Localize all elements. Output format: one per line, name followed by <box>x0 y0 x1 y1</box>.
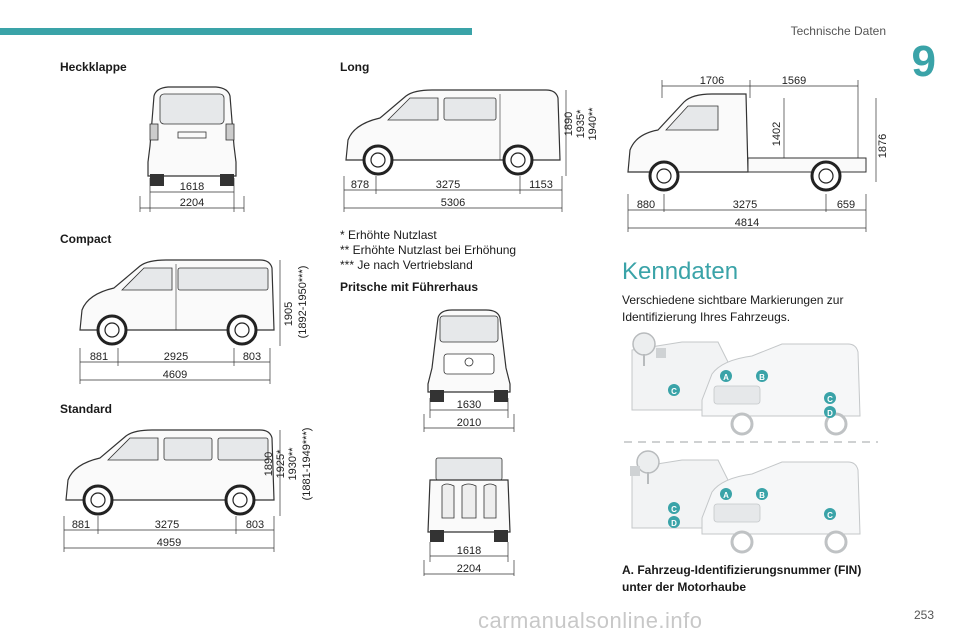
chapter-number: 9 <box>911 37 936 86</box>
dim-label: 1876 <box>877 134 889 158</box>
marker-label: D <box>827 409 833 418</box>
marker-label: C <box>671 505 677 514</box>
compact-figure: 881 2925 803 4609 1905 (1892-1950***) <box>74 254 324 388</box>
dim-label: 1890 <box>563 112 575 136</box>
dim-label: 1569 <box>782 75 806 87</box>
identification-figure-top: C A B C D <box>622 330 878 436</box>
note-line: ** Erhöhte Nutzlast bei Erhöhung <box>340 243 517 257</box>
dim-label: 1940** <box>587 107 599 141</box>
compact-label: Compact <box>60 232 112 246</box>
page-number: 253 <box>913 608 934 622</box>
long-label: Long <box>340 60 370 74</box>
note-line: *** Je nach Vertriebsland <box>340 258 473 272</box>
dim-label: 1905 <box>283 302 295 326</box>
marker-label: C <box>827 511 833 520</box>
pritsche-front-figure: 1630 2010 <box>423 308 515 434</box>
kenndaten-heading: Kenndaten <box>622 258 739 285</box>
note-line: * Erhöhte Nutzlast <box>340 228 437 242</box>
marker-label: C <box>671 387 677 396</box>
pritsche-side-figure: 1706 1569 1402 1876 880 3275 659 4814 <box>622 72 890 238</box>
dim-label: 2204 <box>180 197 204 209</box>
identification-figure-bottom: A B C D C <box>622 448 878 554</box>
divider-dashed <box>624 440 878 444</box>
dim-label: 3275 <box>436 179 460 191</box>
dim-label: (1881-1949***) <box>301 428 313 501</box>
dim-label: 1630 <box>457 399 481 411</box>
standard-label: Standard <box>60 402 113 416</box>
dim-label: 2010 <box>457 417 481 429</box>
heckklappe-figure: 1618 2204 <box>139 84 245 216</box>
watermark: carmanualsonline.info <box>478 608 703 633</box>
header-accent-bar <box>0 28 472 35</box>
dim-label: 881 <box>90 351 108 363</box>
dim-label: 2204 <box>457 563 481 575</box>
dim-label: 3275 <box>155 519 179 531</box>
dim-label: 5306 <box>441 197 465 209</box>
marker-label: A <box>723 491 729 500</box>
dim-label: 3275 <box>733 199 757 211</box>
dim-label: 4609 <box>163 369 187 381</box>
dim-label: 803 <box>243 351 261 363</box>
dim-label: 2925 <box>164 351 188 363</box>
dim-label: 878 <box>351 179 369 191</box>
dim-label: 659 <box>837 199 855 211</box>
kenndaten-text: Verschiedene sichtbare Markierungen zur … <box>622 293 844 324</box>
heckklappe-label: Heckklappe <box>60 60 127 74</box>
dim-label: 880 <box>637 199 655 211</box>
dim-label: 1706 <box>700 75 724 87</box>
dim-label: 1925* <box>275 449 287 478</box>
dim-label: 1618 <box>457 545 481 557</box>
dim-label: 1890 <box>263 452 275 476</box>
fin-caption: A. Fahrzeug-Identifizierungsnummer (FIN)… <box>622 563 862 594</box>
marker-label: B <box>759 491 765 500</box>
dim-label: 4814 <box>735 217 759 229</box>
dim-label: 881 <box>72 519 90 531</box>
pritsche-label: Pritsche mit Führerhaus <box>340 280 479 294</box>
marker-label: B <box>759 373 765 382</box>
dim-label: 803 <box>246 519 264 531</box>
chapter-title: Technische Daten <box>790 24 886 38</box>
dim-label: (1892-1950***) <box>297 266 309 339</box>
dim-label: 1935* <box>575 109 587 138</box>
pritsche-rear-figure: 1618 2204 <box>423 452 515 578</box>
dim-label: 1930** <box>287 447 299 481</box>
long-figure: 878 3275 1153 5306 1890 1935* 1940** <box>340 84 610 214</box>
standard-figure: 881 3275 803 4959 1890 1925* 1930** (188… <box>60 424 330 554</box>
dim-label: 1402 <box>771 122 783 146</box>
dim-label: 1618 <box>180 181 204 193</box>
marker-label: D <box>671 519 677 528</box>
marker-label: A <box>723 373 729 382</box>
dim-label: 1153 <box>529 179 553 191</box>
dim-label: 4959 <box>157 537 181 549</box>
marker-label: C <box>827 395 833 404</box>
